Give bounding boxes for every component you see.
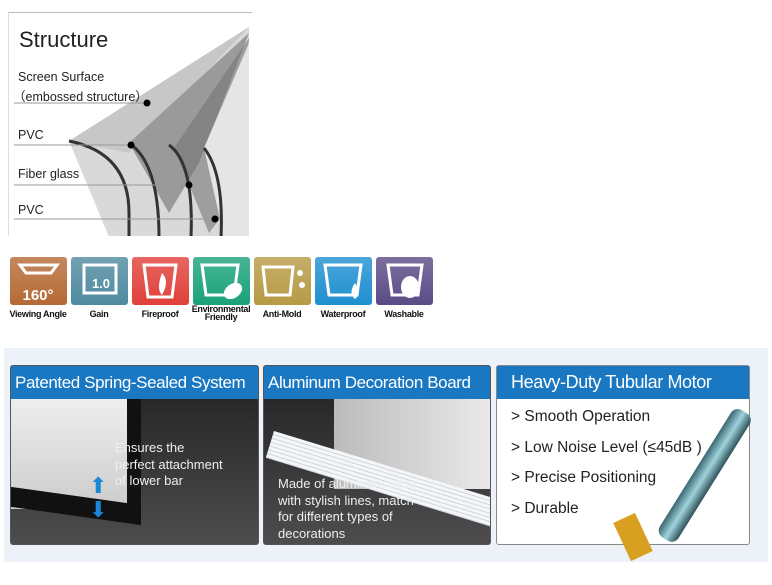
icon-label: Gain xyxy=(89,309,109,319)
icon-label: Viewing Angle xyxy=(9,309,67,319)
leaf-icon xyxy=(193,257,250,305)
viewing-angle-icon: 160° xyxy=(10,257,67,305)
label-embossed: （embossed structure） xyxy=(13,90,148,104)
feature-item: > Precise Positioning xyxy=(511,469,657,486)
card-tubular-motor: Heavy-Duty Tubular Motor > Smooth Operat… xyxy=(496,365,754,562)
feature-item: > Durable xyxy=(511,500,579,517)
up-down-arrows-icon: ⬆⬇ xyxy=(89,473,108,522)
anti-mold-icon xyxy=(254,257,311,305)
icon-label: Waterproof xyxy=(320,309,366,319)
label-pvc-top: PVC xyxy=(18,128,44,142)
icon-label: Fireproof xyxy=(141,309,179,319)
label-fiber-glass: Fiber glass xyxy=(18,167,80,181)
motor-image xyxy=(655,405,754,545)
feature-item: > Smooth Operation xyxy=(511,408,651,425)
card-title: Heavy-Duty Tubular Motor xyxy=(497,366,749,399)
features-panel: Patented Spring-Sealed System ⬆⬇ Ensures… xyxy=(4,348,768,562)
gain-icon: 1.0 xyxy=(71,257,128,305)
feature-item: > Low Noise Level (≤45dB ) xyxy=(511,439,702,456)
label-pvc-bottom: PVC xyxy=(18,203,44,217)
card-spring-sealed: Patented Spring-Sealed System ⬆⬇ Ensures… xyxy=(10,365,259,545)
fireproof-icon xyxy=(132,257,189,305)
icon-label: Environmental Friendly xyxy=(191,304,251,322)
card-title: Patented Spring-Sealed System xyxy=(11,366,258,399)
motor-head xyxy=(613,512,653,562)
structure-diagram: Structure Screen Surface （embossed struc… xyxy=(8,12,252,236)
label-screen-surface: Screen Surface xyxy=(18,70,105,84)
waterproof-icon xyxy=(315,257,372,305)
svg-text:1.0: 1.0 xyxy=(92,276,110,291)
card-title: Aluminum Decoration Board xyxy=(264,366,490,399)
icon-label: Anti-Mold xyxy=(262,309,302,319)
card-aluminum-board: Aluminum Decoration Board Made of alumin… xyxy=(263,365,491,545)
structure-title: Structure xyxy=(19,27,109,52)
washable-icon xyxy=(376,257,433,305)
icon-label: Washable xyxy=(384,309,424,319)
svg-text:160°: 160° xyxy=(22,287,53,304)
layer-diagram xyxy=(14,27,249,236)
